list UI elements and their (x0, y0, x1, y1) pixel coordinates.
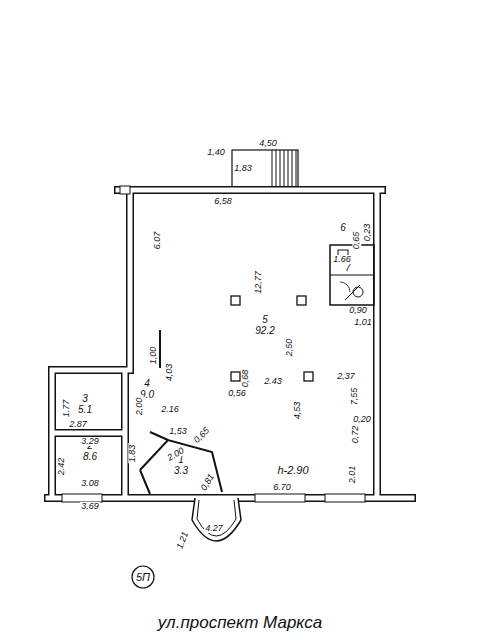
windows (62, 186, 365, 502)
dimension: 0,65 (353, 230, 362, 250)
dimension: 1,53 (168, 427, 188, 436)
door-swing (340, 282, 350, 292)
dimension: 1,01 (353, 318, 373, 327)
dimension: 1.66 (332, 255, 352, 264)
dimension: 1.83 (129, 443, 138, 463)
room-number: 6 (339, 223, 347, 234)
dimension: 6,58 (213, 197, 233, 206)
dimension: 2,00 (136, 396, 145, 416)
stair-step (280, 150, 281, 190)
dimension: 2.16 (160, 405, 180, 414)
dimension: 0,56 (227, 389, 247, 398)
walls (48, 190, 412, 498)
dimension: 1,00 (150, 345, 159, 365)
dimension: 4,50 (258, 139, 278, 148)
stair-step (272, 150, 273, 190)
wall-core (48, 190, 412, 498)
stair-landing (232, 150, 298, 190)
dimension: 0,72 (352, 424, 361, 444)
room-number: 4 (139, 379, 155, 390)
stair-steps (272, 150, 296, 190)
dimension: 0,90 (348, 306, 368, 315)
room-number: 3 (77, 394, 93, 405)
dimension: 1,83 (233, 164, 253, 173)
dimension: 0,23 (364, 222, 373, 242)
stair-step (296, 150, 297, 190)
partition (140, 330, 222, 494)
dimension: 2.87 (68, 420, 88, 429)
dimension: 0,65 (192, 425, 212, 445)
dimension: 6.70 (272, 483, 292, 492)
dimension: 3.29 (80, 437, 100, 446)
dimension: 6.07 (154, 230, 163, 250)
dimension: 4,53 (294, 400, 303, 420)
stair-step (292, 150, 293, 190)
column (231, 296, 240, 305)
dimension: 0,68 (242, 368, 251, 388)
dimension: 3.08 (80, 479, 100, 488)
dimension: 2,37 (336, 372, 356, 381)
dimension: 1,40 (206, 148, 226, 157)
room-area: 92.2 (254, 325, 275, 336)
bay-window (192, 498, 241, 541)
stair-step (284, 150, 285, 190)
dimension: 4.27 (204, 524, 224, 533)
column (231, 372, 240, 381)
dimension: h-2.90 (276, 465, 309, 476)
dimension: 12,77 (254, 270, 263, 295)
dimension: 0,81 (199, 471, 217, 492)
stair-step (276, 150, 277, 190)
room-area: 3.3 (173, 465, 189, 476)
dimension: 1.21 (175, 529, 190, 550)
column (297, 296, 306, 305)
toilet-block (330, 245, 374, 305)
dimension: 4,03 (166, 362, 175, 382)
room: 7 (344, 263, 352, 274)
room: 592.2 (254, 315, 275, 336)
room: 6 (339, 223, 347, 234)
room: 35.1 (77, 394, 93, 415)
room-number: 5 (254, 315, 275, 326)
dimension: 2.43 (263, 377, 283, 386)
dimension: 0,20 (352, 415, 372, 424)
bay-window (197, 500, 236, 536)
dimension: 5П (135, 572, 151, 583)
toilet-partition (330, 275, 374, 300)
dimension: 2.01 (349, 464, 358, 484)
wc-symbol (353, 287, 363, 297)
dimension: 1.77 (63, 398, 72, 418)
column (304, 372, 313, 381)
dimension: 3.69 (80, 502, 100, 511)
section-mark (132, 566, 154, 588)
street-name: ул.проспект Маркса (157, 614, 323, 631)
dimension: 2.42 (58, 456, 67, 476)
dimension: 2,50 (286, 337, 295, 357)
dimension: 7,55 (351, 386, 360, 406)
room-number: 7 (344, 263, 352, 274)
room-area: 8.6 (82, 451, 98, 462)
room-area: 5.1 (77, 404, 93, 415)
stair-step (288, 150, 289, 190)
